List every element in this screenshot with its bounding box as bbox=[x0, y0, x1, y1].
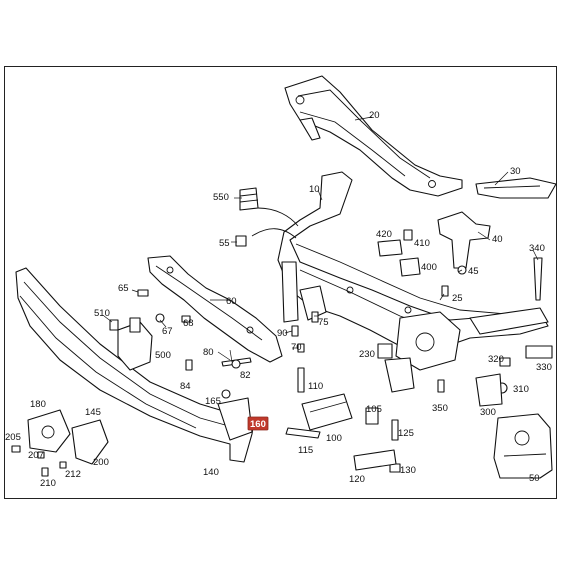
side-bracket-part[interactable] bbox=[437, 211, 491, 269]
label-105: 105 bbox=[366, 404, 382, 415]
label-130: 130 bbox=[400, 465, 416, 476]
radiator-support-frame-part[interactable] bbox=[277, 171, 549, 393]
label-68: 68 bbox=[183, 318, 194, 329]
bumper-crossmember-part[interactable] bbox=[15, 267, 255, 463]
upper-crossmember-part[interactable] bbox=[284, 75, 463, 197]
label-165: 165 bbox=[205, 396, 221, 407]
label-65: 65 bbox=[118, 283, 129, 294]
label-82: 82 bbox=[240, 370, 251, 381]
label-70: 70 bbox=[291, 342, 302, 353]
lock-carrier-part[interactable] bbox=[147, 255, 283, 363]
lower-fasteners bbox=[11, 445, 67, 477]
highlight-marker bbox=[247, 416, 269, 431]
label-330: 330 bbox=[536, 362, 552, 373]
label-67: 67 bbox=[162, 326, 173, 337]
label-10: 10 bbox=[309, 184, 320, 195]
label-55: 55 bbox=[219, 238, 230, 249]
label-60: 60 bbox=[226, 296, 237, 307]
label-400: 400 bbox=[421, 262, 437, 273]
clip-part[interactable] bbox=[235, 235, 247, 247]
label-320: 320 bbox=[488, 354, 504, 365]
block-part[interactable] bbox=[353, 449, 397, 471]
label-310: 310 bbox=[513, 384, 529, 395]
label-350: 350 bbox=[432, 403, 448, 414]
highlighted-part-160[interactable]: 160 bbox=[247, 416, 269, 431]
fasteners bbox=[109, 229, 553, 473]
label-30: 30 bbox=[510, 166, 521, 177]
label-180: 180 bbox=[30, 399, 46, 410]
mounting-plate-part[interactable] bbox=[27, 409, 71, 453]
label-230: 230 bbox=[359, 349, 375, 360]
label-510: 510 bbox=[94, 308, 110, 319]
label-115: 115 bbox=[298, 445, 313, 456]
label-20: 20 bbox=[369, 110, 380, 121]
mount-bracket-part[interactable] bbox=[475, 373, 503, 407]
label-45: 45 bbox=[468, 266, 479, 277]
engine-mount-part[interactable] bbox=[493, 413, 553, 479]
leader-lines bbox=[103, 116, 539, 363]
label-75: 75 bbox=[318, 317, 329, 328]
label-205: 205 bbox=[5, 432, 21, 443]
label-84: 84 bbox=[180, 381, 191, 392]
label-212: 212 bbox=[65, 469, 81, 480]
label-80: 80 bbox=[203, 347, 214, 358]
label-210: 210 bbox=[40, 478, 56, 489]
label-125: 125 bbox=[398, 428, 414, 439]
label-207: 207 bbox=[28, 450, 44, 461]
label-100: 100 bbox=[326, 433, 342, 444]
label-110: 110 bbox=[308, 381, 323, 392]
label-300: 300 bbox=[480, 407, 496, 418]
label-500: 500 bbox=[155, 350, 171, 361]
label-145: 145 bbox=[85, 407, 101, 418]
label-550: 550 bbox=[213, 192, 229, 203]
label-90: 90 bbox=[277, 328, 288, 339]
label-120: 120 bbox=[349, 474, 365, 485]
module-bracket-part[interactable] bbox=[301, 393, 353, 431]
part-labels: 20 30 10 550 40 340 420 410 400 45 25 55… bbox=[5, 110, 552, 489]
label-420: 420 bbox=[376, 229, 392, 240]
cable-lines bbox=[251, 207, 299, 239]
bump-stop-part[interactable] bbox=[239, 187, 259, 211]
label-25: 25 bbox=[452, 293, 463, 304]
bumper-bracket-part[interactable] bbox=[117, 317, 153, 371]
label-410: 410 bbox=[414, 238, 430, 249]
lower-bracket-part[interactable] bbox=[71, 419, 109, 465]
label-340: 340 bbox=[529, 243, 545, 254]
label-40: 40 bbox=[492, 234, 503, 245]
label-200: 200 bbox=[93, 457, 109, 468]
label-160: 160 bbox=[250, 419, 266, 430]
label-50: 50 bbox=[529, 473, 540, 484]
label-140: 140 bbox=[203, 467, 219, 478]
bracket-part[interactable] bbox=[475, 177, 557, 199]
